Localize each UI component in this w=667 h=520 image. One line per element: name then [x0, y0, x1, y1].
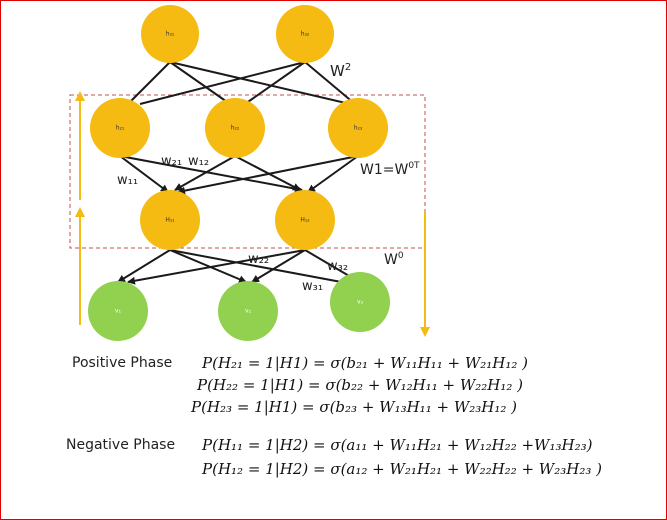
node-h22	[205, 98, 265, 158]
node-v1	[88, 281, 148, 341]
node-H12	[275, 190, 335, 250]
node-H11	[140, 190, 200, 250]
node-h22-label: h₂₂	[231, 125, 240, 132]
node-v3-label: v₃	[357, 299, 364, 306]
weight-w11: w₁₁	[117, 173, 138, 188]
edges-bottom	[117, 249, 357, 287]
node-v3	[330, 272, 390, 332]
node-h21	[90, 98, 150, 158]
edges-top	[127, 61, 356, 105]
negative-phase-label: Negative Phase	[66, 437, 176, 453]
rbm-network-diagram: h₃₁ h₃₂ h₂₁ h₂₂ h₂₃ H₁₁ H₁₂ v₁ v₂ v₃ W2 …	[69, 5, 430, 341]
node-v1-label: v₁	[115, 308, 122, 315]
negative-equation-2: P(H₁₂ = 1|H2) = σ(a₁₂ + W₂₁H₂₁ + W₂₂H₂₂ …	[202, 460, 602, 478]
node-h21-label: h₂₁	[116, 125, 125, 132]
positive-equation-1: P(H₂₁ = 1|H1) = σ(b₂₁ + W₁₁H₁₁ + W₂₁H₁₂ …	[202, 354, 528, 372]
node-v2-label: v₂	[245, 308, 252, 315]
node-h31-label: h₃₁	[166, 31, 175, 38]
node-H11-label: H₁₁	[165, 217, 175, 224]
weight-w31: w₃₁	[302, 279, 323, 294]
edges-middle	[119, 155, 359, 195]
node-H12-label: H₁₂	[300, 217, 310, 224]
weight-w12: w₁₂	[188, 154, 209, 169]
node-h23-label: h₂₃	[354, 125, 363, 132]
positive-phase-label: Positive Phase	[72, 355, 173, 371]
weight-label-w1: W1=W0T	[360, 161, 420, 178]
negative-equation-1: P(H₁₁ = 1|H2) = σ(a₁₁ + W₁₁H₂₁ + W₁₂H₂₂ …	[202, 436, 593, 454]
node-h31	[141, 5, 199, 63]
node-v2	[218, 281, 278, 341]
positive-equation-3: P(H₂₃ = 1|H1) = σ(b₂₃ + W₁₃H₁₁ + W₂₃H₁₂ …	[191, 398, 517, 416]
node-h32-label: h₃₂	[301, 31, 310, 38]
positive-equation-2: P(H₂₂ = 1|H1) = σ(b₂₂ + W₁₂H₁₁ + W₂₂H₁₂ …	[197, 376, 523, 394]
weight-label-w0: W0	[384, 251, 404, 268]
layer-group-box	[69, 94, 426, 249]
weight-w21: w₂₁	[161, 154, 182, 169]
node-h23	[328, 98, 388, 158]
weight-w32: w₃₂	[327, 259, 348, 274]
node-h32	[276, 5, 334, 63]
weight-w22: w₂₂	[248, 252, 269, 267]
weight-label-w2: W2	[330, 62, 351, 80]
